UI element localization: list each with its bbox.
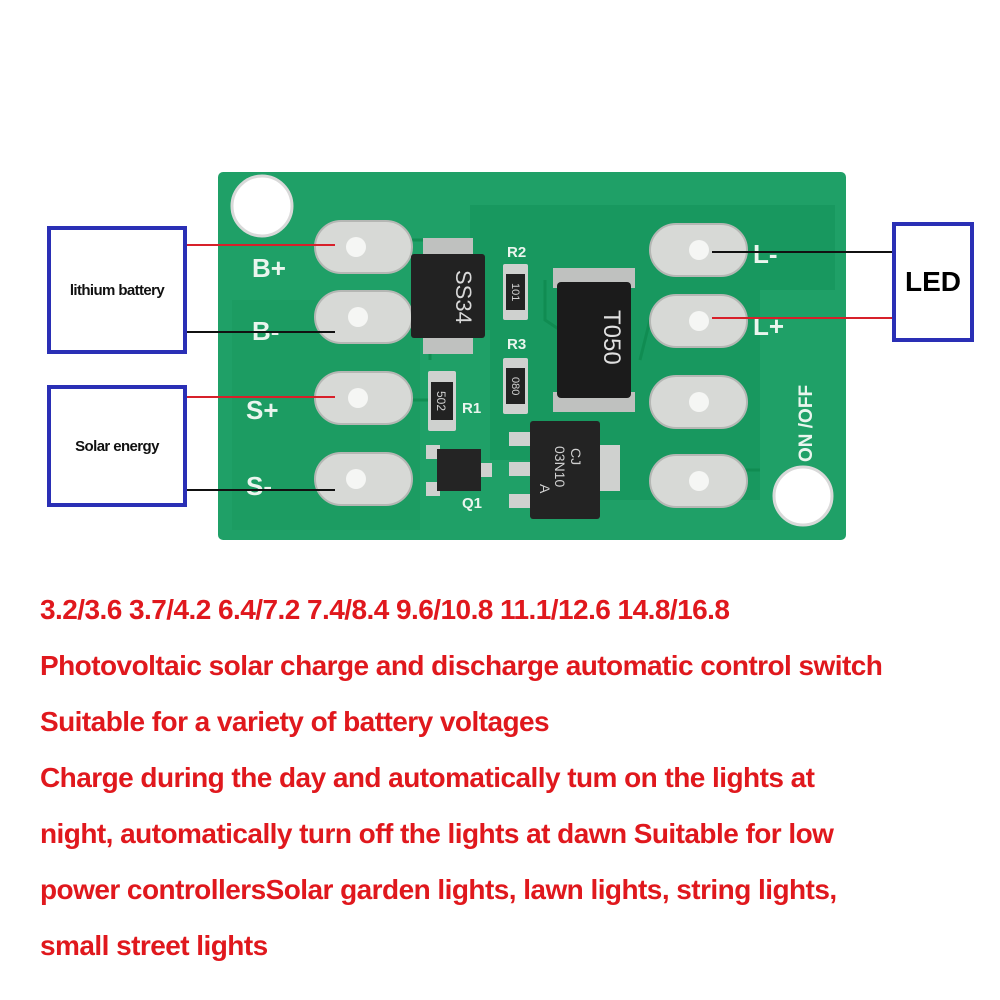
solar-energy-label: Solar energy [75,437,159,455]
pcb-module-illustration: B+ B- S+ S- L- L+ ON /OFF SS34 T050 101 … [187,172,892,540]
silk-q1: Q1 [462,495,482,512]
right-pads [649,223,748,508]
svg-text:A: A [537,484,553,494]
connection-wires [187,244,892,491]
svg-text:080: 080 [509,377,521,395]
mounting-hole-top [230,174,294,238]
svg-text:502: 502 [434,391,448,411]
silk-r1: R1 [462,400,481,417]
resistor-r1: 502 [428,371,456,431]
led-label: LED [905,266,961,297]
solar-energy-box: Solar energy [47,385,187,507]
svg-text:CJ: CJ [568,448,584,465]
voltage-list: 3.2/3.6 3.7/4.2 6.4/7.2 7.4/8.4 9.6/10.8… [40,594,730,625]
mosfet-03n10: CJ 03N10 A [509,421,620,519]
lithium-battery-label: lithium battery [69,281,165,299]
description-line: Photovoltaic solar charge and discharge … [40,650,883,681]
svg-text:SS34: SS34 [451,270,476,324]
silk-switch: ON /OFF [796,385,817,462]
silk-r3: R3 [507,336,526,353]
silk-l-plus: L+ [753,311,784,341]
description-line: Charge during the day and automatically … [40,762,815,793]
silk-s-minus: S- [246,471,272,501]
silk-b-plus: B+ [252,253,286,283]
product-description: 3.2/3.6 3.7/4.2 6.4/7.2 7.4/8.4 9.6/10.8… [40,582,995,974]
led-box: LED [892,222,974,342]
resistor-r3: 080 [503,358,528,414]
silk-r2: R2 [507,244,526,261]
silk-s-plus: S+ [246,395,279,425]
inductor-t050: T050 [553,268,635,412]
svg-text:101: 101 [509,283,521,301]
description-line: small street lights [40,930,268,961]
description-line: power controllersSolar garden lights, la… [40,874,837,905]
description-line: Suitable for a variety of battery voltag… [40,706,550,737]
transistor-q1 [426,445,492,496]
svg-text:T050: T050 [598,310,625,365]
mounting-hole-bottom [772,465,834,527]
diode-ss34: SS34 [411,238,485,354]
silk-l-minus: L- [753,239,778,269]
lithium-battery-box: lithium battery [47,226,187,354]
svg-text:03N10: 03N10 [552,446,568,487]
resistor-r2: 101 [503,264,528,320]
left-pads [314,220,413,506]
description-line: night, automatically turn off the lights… [40,818,834,849]
